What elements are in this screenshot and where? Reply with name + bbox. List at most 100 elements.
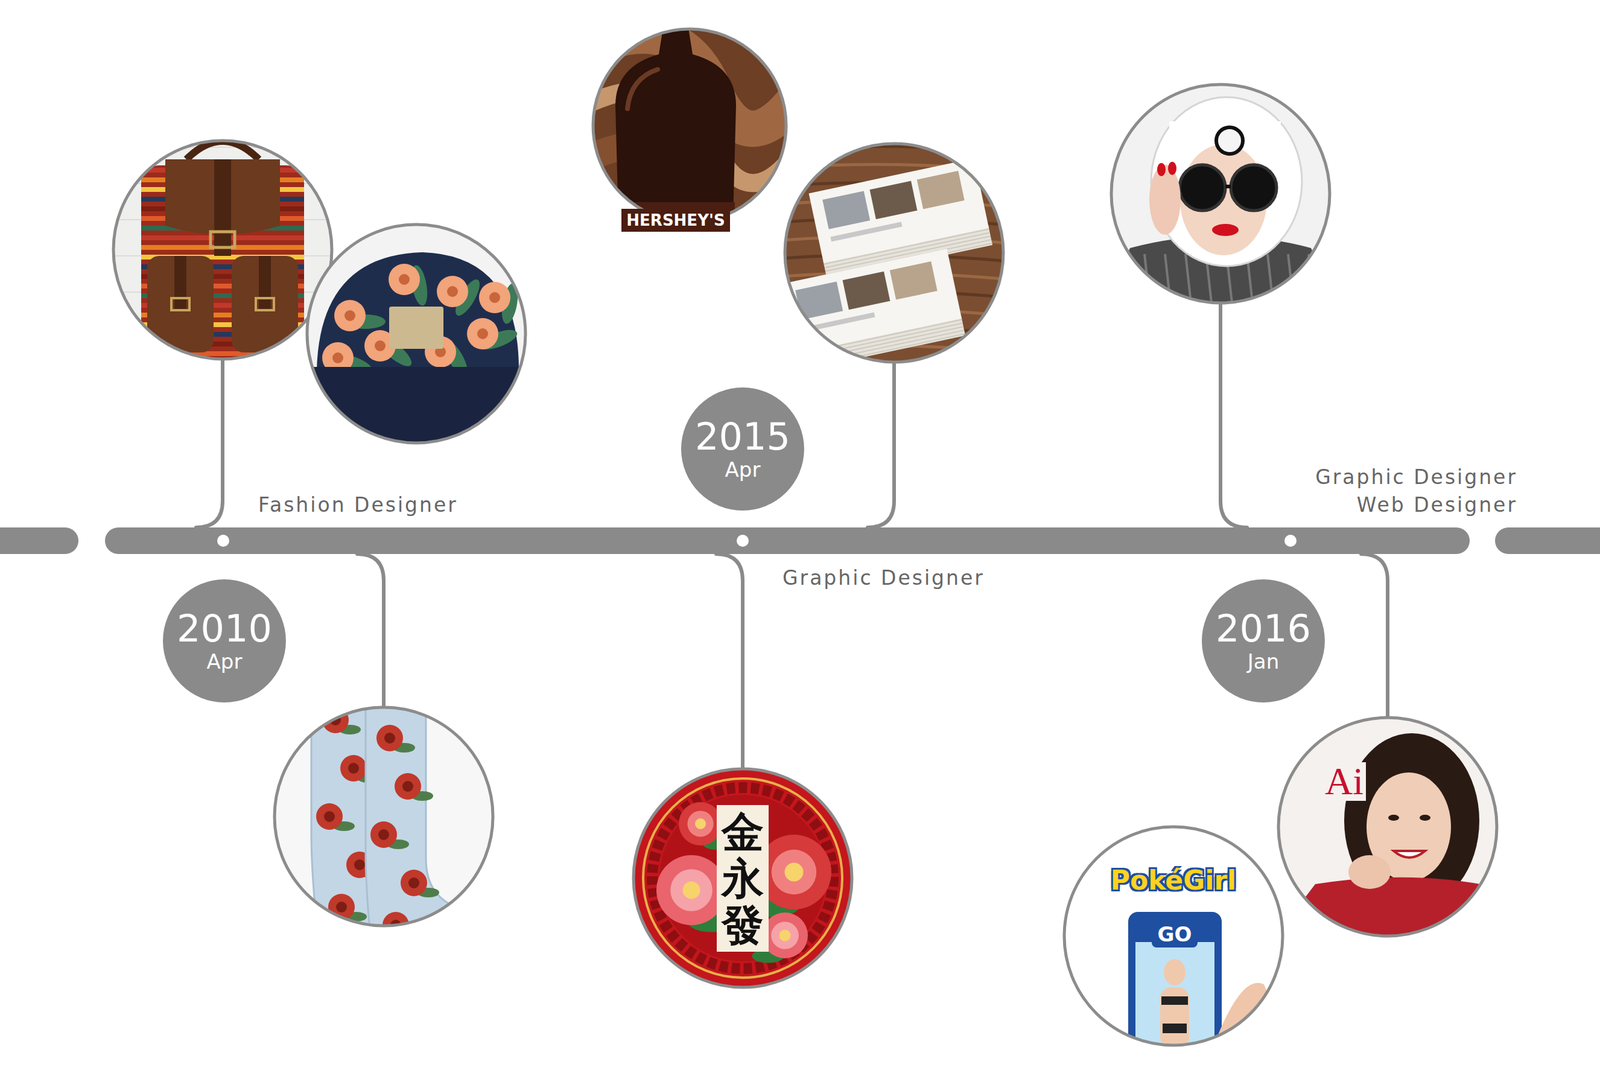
peony xyxy=(678,801,723,846)
sunglass-lens xyxy=(1230,164,1277,211)
lips xyxy=(1212,223,1239,236)
cap-brim xyxy=(310,366,528,444)
figure-bottom xyxy=(1162,1023,1187,1033)
pocket-strap xyxy=(258,255,271,311)
wood-grain xyxy=(773,164,1015,172)
photo-background xyxy=(113,140,332,359)
wood-grain xyxy=(773,363,1015,371)
sock-rose xyxy=(370,821,397,848)
magazine-title: Ai xyxy=(1322,761,1366,801)
sock-rose xyxy=(340,754,367,782)
role-label: Web Designer xyxy=(1356,492,1518,517)
year-text: 2010 xyxy=(176,609,273,648)
vertical-brand-text: 金永發 xyxy=(716,804,769,952)
sock-rose xyxy=(316,803,343,830)
sock-rose-centre xyxy=(336,901,347,913)
wood-grain xyxy=(773,128,1015,136)
photo-frame xyxy=(1111,84,1330,303)
label-inner xyxy=(659,794,826,962)
peony-centre xyxy=(779,929,791,942)
sweater-knit xyxy=(1165,253,1172,309)
bottle-cap xyxy=(663,16,688,29)
timeline-bar xyxy=(1495,527,1600,554)
role-label: Graphic Designer xyxy=(1315,465,1518,489)
sock-rose-centre xyxy=(378,828,390,840)
syrup-photo xyxy=(580,16,811,242)
badge-circle xyxy=(1201,579,1325,703)
peony xyxy=(656,854,727,925)
peony xyxy=(761,912,808,959)
role-label: Fashion Designer xyxy=(258,492,458,517)
game-logo-text: GO xyxy=(1151,920,1199,948)
smile xyxy=(1393,850,1426,858)
cap-photo xyxy=(307,224,528,444)
hand xyxy=(1348,854,1391,889)
peony-petals xyxy=(687,810,714,837)
red-label-photo xyxy=(633,768,852,988)
photo-background xyxy=(633,768,852,988)
backpack-photo xyxy=(107,140,338,371)
backpack-stripe xyxy=(141,360,305,366)
photo-frame xyxy=(784,143,1004,362)
photo-frame xyxy=(633,768,852,988)
cap-patch xyxy=(389,306,444,349)
sock-rose xyxy=(394,772,422,800)
peony-petals xyxy=(771,921,799,950)
phone-photo xyxy=(1064,826,1295,1063)
portrait-photo xyxy=(1099,84,1342,315)
hand xyxy=(1209,982,1295,1058)
peony-centre xyxy=(784,862,804,882)
role-label: Graphic Designer xyxy=(782,565,985,590)
backpack-strap xyxy=(214,159,232,256)
bottle-label-band xyxy=(616,202,735,239)
backpack-buckle xyxy=(210,231,235,248)
pocket-buckle xyxy=(171,298,190,311)
timeline-bar xyxy=(104,527,1470,554)
card-photo xyxy=(917,170,965,209)
cap-flower xyxy=(436,275,469,308)
cards-photo xyxy=(773,128,1015,372)
badge-text-group: 2016Jan xyxy=(1215,609,1312,672)
photo-frame xyxy=(274,707,493,926)
nail xyxy=(1168,161,1177,175)
nail xyxy=(1157,162,1166,177)
badge-circle xyxy=(162,579,286,703)
figure-head xyxy=(1163,958,1186,986)
sock-rose xyxy=(400,869,428,896)
sock xyxy=(365,701,457,950)
leader-line xyxy=(1361,553,1388,718)
month-text: Apr xyxy=(206,650,243,672)
syrup-bottle xyxy=(615,24,737,242)
eye xyxy=(1419,814,1431,821)
leader-line xyxy=(1220,302,1248,528)
label-pattern xyxy=(652,787,834,969)
brand-text: HERSHEY'S xyxy=(621,208,730,232)
year-text: 2015 xyxy=(695,418,791,456)
grid-line xyxy=(107,363,338,366)
card-face xyxy=(781,248,962,354)
timeline-dot xyxy=(217,534,230,547)
grid-line xyxy=(107,146,338,148)
photo-frame xyxy=(1064,826,1283,1045)
sweater-knit xyxy=(1267,253,1274,309)
socks-photo xyxy=(274,683,493,950)
year-badge: 2016Jan xyxy=(1201,579,1325,703)
timeline-dot xyxy=(1284,534,1297,547)
badge-text-group: 2010Apr xyxy=(176,609,273,672)
cap-flower-centre xyxy=(447,285,458,297)
figure-body xyxy=(1160,987,1190,1048)
game-logo-text: PokéGirl xyxy=(1107,863,1240,897)
cap-flower xyxy=(466,317,499,350)
sweater-knit xyxy=(1308,253,1315,309)
label-ring xyxy=(643,778,843,978)
flip-lens xyxy=(1216,127,1243,154)
sweater-knit xyxy=(1123,253,1131,309)
pocket-strap xyxy=(174,255,187,311)
year-text: 2016 xyxy=(1215,609,1312,648)
card-photo xyxy=(869,180,918,220)
peony-centre xyxy=(682,881,701,899)
cap-flower xyxy=(388,263,420,296)
